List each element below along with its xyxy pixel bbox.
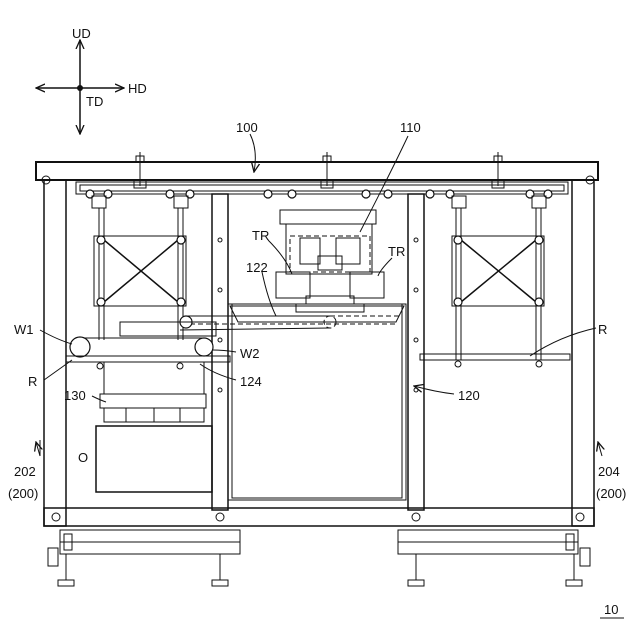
- unit-130: [104, 362, 204, 394]
- left-post: [44, 180, 66, 526]
- base-right: [398, 530, 590, 586]
- belt-plate: [230, 306, 404, 322]
- hd-label: HD: [128, 81, 147, 96]
- label-200-right: (200): [596, 486, 626, 501]
- label-tr-left: TR: [252, 228, 269, 243]
- right-rack: [420, 354, 570, 360]
- top-beam: [36, 152, 598, 198]
- label-130: 130: [64, 388, 86, 403]
- label-110: 110: [400, 120, 421, 135]
- right-post: [572, 180, 594, 526]
- label-r-right: R: [598, 322, 607, 337]
- label-124: 124: [240, 374, 262, 389]
- label-120: 120: [458, 388, 480, 403]
- left-rack: [66, 356, 230, 362]
- label-200-left: (200): [8, 486, 38, 501]
- base-left: [48, 530, 240, 586]
- center-unit: [276, 210, 384, 312]
- label-tr-right: TR: [388, 244, 405, 259]
- right-scissor-lift: [420, 196, 570, 367]
- support-table: [228, 304, 406, 500]
- label-100: 100: [236, 120, 258, 135]
- label-o: O: [78, 450, 88, 465]
- frame: [44, 180, 594, 586]
- label-w1: W1: [14, 322, 34, 337]
- direction-indicator: UD HD TD: [36, 26, 147, 134]
- label-w2: W2: [240, 346, 260, 361]
- td-label: TD: [86, 94, 103, 109]
- label-122: 122: [246, 260, 268, 275]
- roller-w1: [70, 337, 90, 357]
- left-conveyor: [66, 322, 230, 492]
- center-left-post: [212, 194, 228, 510]
- label-202: 202: [14, 464, 36, 479]
- left-scissor-lift: [92, 196, 188, 340]
- top-beam-body: [36, 162, 598, 180]
- label-10: 10: [604, 602, 618, 617]
- label-r-left: R: [28, 374, 37, 389]
- ud-label: UD: [72, 26, 91, 41]
- roller-w2: [195, 338, 213, 356]
- bottom-beam: [44, 508, 594, 526]
- belt: [180, 316, 400, 330]
- label-204: 204: [598, 464, 620, 479]
- container-o: [96, 426, 212, 492]
- td-point: [77, 85, 83, 91]
- tr-left-block: [276, 272, 310, 298]
- tr-right-block: [350, 272, 384, 298]
- leader-lines: [36, 134, 624, 618]
- center-right-post: [408, 194, 424, 510]
- top-screws: [134, 152, 504, 188]
